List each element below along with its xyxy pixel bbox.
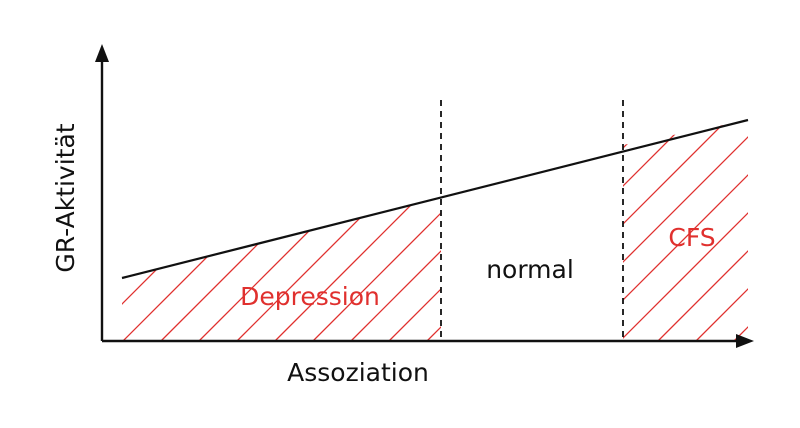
- depression-hatch-line: [122, 198, 237, 341]
- cfs-label: CFS: [668, 223, 715, 252]
- depression-hatch-region: [122, 190, 730, 341]
- cfs-hatch-line: [695, 120, 748, 341]
- cfs-hatch-region: [623, 110, 800, 341]
- normal-label: normal: [486, 255, 574, 284]
- depression-hatch-line: [312, 198, 441, 341]
- cfs-hatch-line: [623, 120, 700, 341]
- cfs-hatch-line: [772, 110, 800, 341]
- cfs-hatch-line: [623, 120, 624, 341]
- gr-activity-line: [121, 118, 749, 280]
- depression-hatch-line: [160, 198, 313, 341]
- depression-hatch-line: [274, 198, 427, 341]
- depression-hatch-line: [198, 198, 351, 341]
- cfs-hatch-line: [623, 120, 748, 341]
- depression-hatch-line: [388, 198, 441, 341]
- depression-label: Depression: [240, 282, 380, 311]
- y-axis-arrow-icon: [95, 44, 109, 62]
- cfs-hatch-line: [623, 120, 662, 341]
- depression-hatch-line: [579, 190, 730, 341]
- x-axis-arrow-icon: [736, 334, 754, 348]
- cfs-hatch-line: [657, 120, 748, 341]
- depression-hatch-line: [350, 198, 441, 341]
- cfs-hatch-line: [623, 120, 748, 341]
- depression-hatch-line: [236, 198, 389, 341]
- cfs-hatch-line: [623, 120, 738, 341]
- x-axis-label: Assoziation: [287, 358, 429, 387]
- cfs-hatch-line: [733, 120, 748, 341]
- depression-hatch-line: [122, 198, 161, 341]
- depression-hatch-line: [122, 198, 275, 341]
- cfs-hatch-line: [623, 120, 748, 341]
- y-axis-label: GR-Aktivität: [51, 123, 80, 272]
